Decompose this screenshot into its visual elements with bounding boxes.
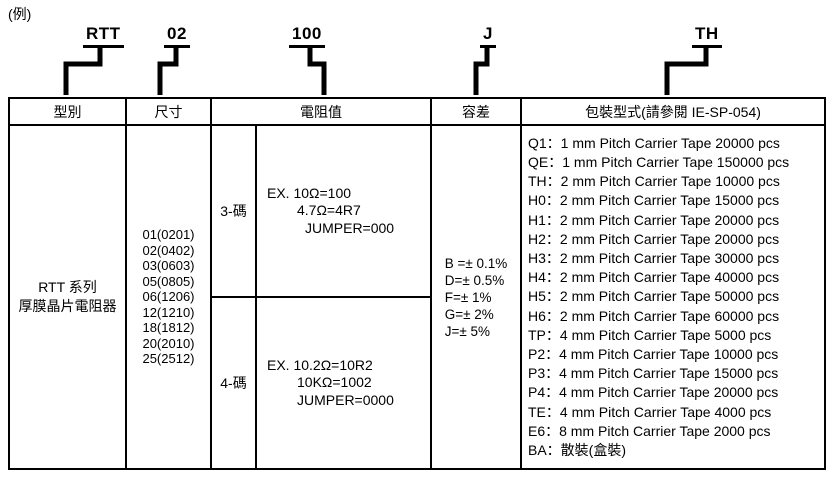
- connector-series: [63, 46, 103, 95]
- table-body-row-1: RTT 系列 厚膜晶片電阻器 01(0201) 02(0402) 03(0603…: [8, 124, 826, 470]
- header-type: 型別: [8, 97, 127, 126]
- tolerance-item: G=± 2%: [444, 306, 494, 322]
- type-cell: RTT 系列 厚膜晶片電阻器: [8, 124, 127, 470]
- packaging-item: BA：散裝(盒裝): [528, 442, 626, 459]
- packaging-item: H0：2 mm Pitch Carrier Tape 15000 pcs: [528, 192, 780, 209]
- connector-resistance: [307, 46, 327, 95]
- packaging-item: P3：4 mm Pitch Carrier Tape 15000 pcs: [528, 365, 779, 382]
- example-label: (例): [8, 6, 32, 22]
- packaging-item: TH：2 mm Pitch Carrier Tape 10000 pcs: [528, 173, 780, 190]
- resistance-3-digit-examples: EX. 10Ω=100 4.7Ω=4R7 JUMPER=000: [255, 124, 432, 298]
- type-line-1: RTT 系列: [38, 279, 97, 295]
- size-code: 02(0402): [142, 242, 195, 258]
- code-segment-series: RTT: [83, 24, 124, 48]
- connector-packaging: [664, 46, 709, 95]
- packaging-item: Q1：1 mm Pitch Carrier Tape 20000 pcs: [528, 134, 780, 151]
- tolerance-item: J=± 5%: [444, 323, 491, 339]
- example-line: JUMPER=000: [305, 219, 395, 236]
- header-resistance: 電阻值: [210, 97, 432, 126]
- packaging-item: TE：4 mm Pitch Carrier Tape 4000 pcs: [528, 403, 772, 420]
- part-number-table: 型別 尺寸 電阻值 容差 包裝型式(請參閱 IE-SP-054) RTT 系列 …: [8, 97, 826, 470]
- packaging-item: E6：8 mm Pitch Carrier Tape 2000 pcs: [528, 422, 771, 439]
- example-line: 4.7Ω=4R7: [297, 202, 361, 219]
- code-segment-resistance: 100: [289, 24, 325, 48]
- tolerance-item: F=± 1%: [444, 289, 492, 305]
- size-code: 01(0201): [142, 227, 195, 243]
- header-packaging: 包裝型式(請參閱 IE-SP-054): [520, 97, 826, 126]
- size-code: 03(0603): [142, 258, 195, 274]
- packaging-item: H3：2 mm Pitch Carrier Tape 30000 pcs: [528, 249, 780, 266]
- packaging-item: H6：2 mm Pitch Carrier Tape 60000 pcs: [528, 307, 780, 324]
- header-tolerance: 容差: [430, 97, 522, 126]
- size-code: 25(2512): [142, 351, 195, 367]
- example-line: EX. 10.2Ω=10R2: [267, 356, 373, 373]
- size-code: 20(2010): [142, 335, 195, 351]
- table-body-row-2: 4-碼 EX. 10.2Ω=10R2 10KΩ=1002 JUMPER=0000: [9, 296, 825, 470]
- code-segment-size: 02: [164, 24, 190, 48]
- example-line: 10KΩ=1002: [297, 374, 372, 391]
- digit-4-label: 4-碼: [210, 296, 257, 470]
- table-header-row: 型別 尺寸 電阻值 容差 包裝型式(請參閱 IE-SP-054): [8, 97, 826, 126]
- size-code: 05(0805): [142, 273, 195, 289]
- packaging-item: P2：4 mm Pitch Carrier Tape 10000 pcs: [528, 346, 779, 362]
- packaging-item: H5：2 mm Pitch Carrier Tape 50000 pcs: [528, 288, 780, 305]
- tolerance-cell: B =± 0.1% D=± 0.5% F=± 1% G=± 2% J=± 5%: [430, 124, 522, 470]
- packaging-cell: Q1：1 mm Pitch Carrier Tape 20000 pcs QE：…: [520, 124, 826, 470]
- packaging-item: P4：4 mm Pitch Carrier Tape 20000 pcs: [528, 384, 779, 401]
- tolerance-item: B =± 0.1%: [444, 255, 508, 271]
- packaging-item: QE：1 mm Pitch Carrier Tape 150000 pcs: [528, 153, 790, 170]
- size-cell: 01(0201) 02(0402) 03(0603) 05(0805) 06(1…: [125, 124, 212, 470]
- size-code: 18(1812): [142, 320, 195, 336]
- packaging-item: H4：2 mm Pitch Carrier Tape 40000 pcs: [528, 269, 780, 286]
- code-segment-packaging: TH: [692, 24, 722, 48]
- packaging-item: H1：2 mm Pitch Carrier Tape 20000 pcs: [528, 211, 780, 228]
- code-segment-tolerance: J: [480, 24, 496, 48]
- tolerance-item: D=± 0.5%: [444, 272, 505, 288]
- connector-size: [157, 46, 179, 95]
- size-code-list: 01(0201) 02(0402) 03(0603) 05(0805) 06(1…: [142, 227, 194, 367]
- packaging-item: TP：4 mm Pitch Carrier Tape 5000 pcs: [528, 326, 772, 343]
- example-line: EX. 10Ω=100: [267, 184, 352, 201]
- packaging-item: H2：2 mm Pitch Carrier Tape 20000 pcs: [528, 230, 780, 247]
- size-code: 12(1210): [142, 304, 195, 320]
- size-code: 06(1206): [142, 289, 195, 305]
- connector-tolerance: [473, 46, 490, 95]
- type-line-2: 厚膜晶片電阻器: [18, 298, 117, 314]
- resistance-4-digit-examples: EX. 10.2Ω=10R2 10KΩ=1002 JUMPER=0000: [255, 296, 432, 470]
- header-size: 尺寸: [125, 97, 212, 126]
- digit-3-label: 3-碼: [210, 124, 257, 298]
- tolerance-list: B =± 0.1% D=± 0.5% F=± 1% G=± 2% J=± 5%: [445, 255, 508, 340]
- example-line: JUMPER=0000: [297, 391, 394, 408]
